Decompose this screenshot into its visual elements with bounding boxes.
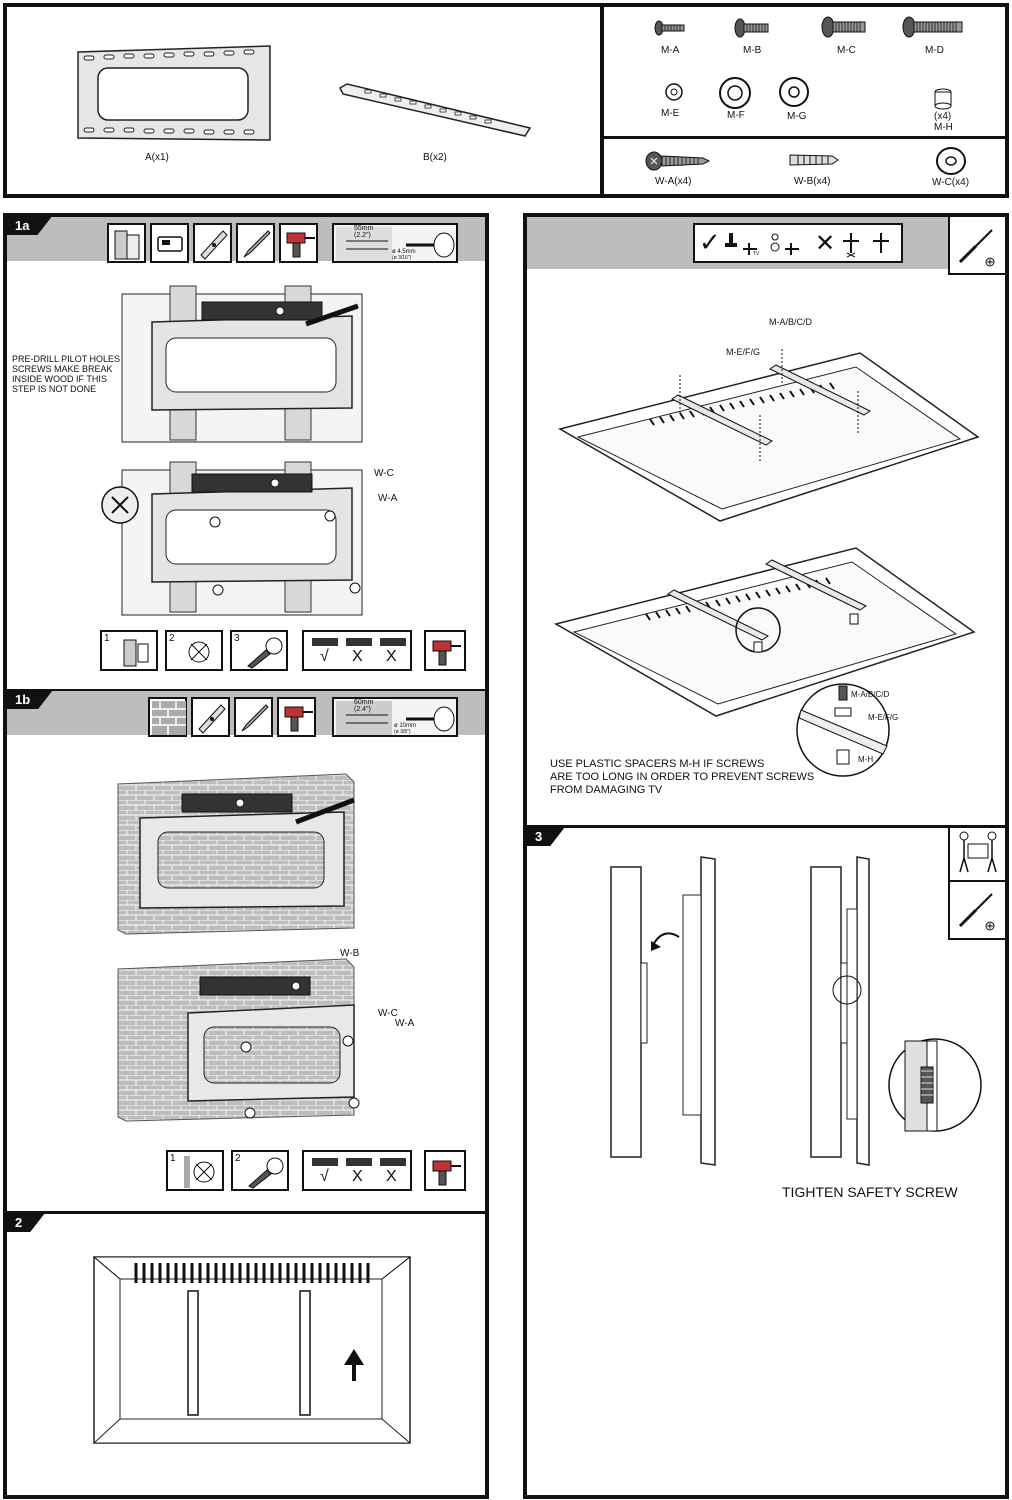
detail-screws-callout: M-A/B/C/D: [851, 690, 890, 699]
step-1a-tag: 1a: [7, 217, 51, 235]
brick-wall-screw-illustration: [117, 958, 360, 1122]
substep-1a-3: 3: [230, 630, 288, 671]
m-h-label: M-H: [934, 122, 953, 133]
screwdriver-box-divider: [948, 217, 950, 275]
tv-attach-arms-illustration: [558, 349, 980, 522]
w-b-callout-1b: W-B: [340, 948, 360, 959]
brick-wall-level-illustration: [117, 773, 355, 935]
drill-bit-spec-icon-1b: 60mm (2.4") ø 10mm (ø 3/8"): [332, 697, 458, 737]
drill-spacing-in-1b: (2.4"): [354, 706, 371, 713]
wood-stud-tool-icon: [107, 223, 146, 263]
wood-wall-level-illustration: [121, 285, 363, 443]
w-c-label: W-C(x4): [932, 177, 970, 188]
w-c-callout-1a: W-C: [374, 468, 394, 479]
step-3-divider: [527, 825, 1005, 828]
substep-1b-2: 2: [231, 1150, 289, 1191]
parts-divider: [600, 3, 604, 198]
drill-spacing-in-1a: (2.2"): [354, 232, 371, 239]
pencil-tool-icon: [236, 223, 275, 263]
detail-washers-callout: M-E/F/G: [868, 713, 899, 722]
spacer-detail-magnifier: [796, 683, 890, 777]
washer-m-g-icon: [779, 77, 809, 107]
washer-m-f-icon: [719, 77, 751, 109]
predrill-note: PRE-DRILL PILOT HOLES SCREWS MAKE BREAK …: [12, 354, 121, 394]
m-f-label: M-F: [727, 110, 745, 121]
washer-w-c-icon: [936, 147, 966, 175]
step-1b-tag: 1b: [7, 691, 52, 709]
brick-wall-tool-icon: [148, 697, 187, 737]
screw-m-d-icon: [902, 16, 963, 38]
substep-1a-1: 1: [100, 630, 158, 671]
step-2-divider: [7, 1211, 485, 1214]
drill-spacing-1a: 55mm: [354, 225, 374, 232]
substep-1b-1: 1: [166, 1150, 224, 1191]
wall-plate-a: [77, 45, 271, 141]
step-1b-divider: [7, 689, 485, 691]
m-c-label: M-C: [837, 45, 856, 56]
screw-m-c-icon: [821, 16, 866, 38]
m-h-qty-label: (x4): [934, 111, 952, 122]
w-b-label: W-B(x4): [794, 176, 831, 187]
tv-arm-b: [339, 83, 532, 137]
two-person-lift-icon: [959, 831, 997, 873]
screwdriver-icon: [958, 229, 995, 267]
drill-bit-spec-icon: 55mm (2.2") ø 4.5mm (ø 3/16"): [332, 223, 458, 263]
anchor-w-b-icon: [789, 154, 839, 166]
screwdriver-icon-step3: [958, 893, 995, 931]
screw-m-b-icon: [734, 18, 769, 38]
tighten-safety-caption: TIGHTEN SAFETY SCREW: [782, 1184, 958, 1200]
w-a-callout-1a: W-A: [378, 493, 398, 504]
level-check-1b: √ X X: [302, 1150, 412, 1191]
m-g-label: M-G: [787, 111, 807, 122]
drill-tool-icon-1b: [277, 697, 316, 737]
part-b-label: B(x2): [423, 152, 447, 163]
part-a-label: A(x1): [145, 152, 169, 163]
tv-attach-spacers-illustration: [554, 547, 976, 717]
pencil-tool-icon-1b: [234, 697, 273, 737]
no-stud-warning-icon: [101, 486, 139, 524]
stud-finder-tool-icon: [150, 223, 189, 263]
drill-spacing-1b: 60mm: [354, 699, 374, 706]
spacer-note: USE PLASTIC SPACERS M-H IF SCREWS ARE TO…: [550, 758, 815, 796]
hardware-divider: [600, 136, 1009, 139]
screws-callout: M-A/B/C/D: [769, 317, 813, 327]
mounting-correct-incorrect-icon: ✓ TV ✕: [693, 223, 903, 263]
detail-spacer-callout: M-H: [858, 755, 874, 764]
m-e-label: M-E: [661, 108, 680, 119]
drill-tool-icon: [279, 223, 318, 263]
step-3-tool-divider: [948, 880, 1005, 882]
spacer-m-h-icon: [934, 88, 952, 110]
tv-attach-header-bottom: [948, 273, 1005, 275]
level-tool-icon-1b: [191, 697, 230, 737]
tv-back-arms-illustration: [92, 1256, 412, 1444]
drill-dia-1b: ø 10mm: [394, 723, 417, 729]
drill-substep-1a: [424, 630, 466, 671]
safety-screw-illustration: [810, 856, 982, 1166]
m-b-label: M-B: [743, 45, 762, 56]
w-a-callout-1b: W-A: [395, 1018, 415, 1029]
washers-callout: M-E/F/G: [726, 347, 760, 357]
screw-m-a-icon: [654, 20, 685, 36]
wood-wall-screw-illustration: [121, 461, 363, 616]
drill-dia-in-1b: (ø 3/8"): [394, 729, 411, 735]
step-3-tool-box: [948, 828, 1005, 940]
washer-m-e-icon: [665, 83, 683, 101]
drill-dia-in-1a: (ø 3/16"): [392, 255, 412, 261]
lag-bolt-w-a-icon: [645, 151, 711, 171]
w-a-label: W-A(x4): [655, 176, 692, 187]
level-check-1a: √ X X: [302, 630, 412, 671]
level-tool-icon: [193, 223, 232, 263]
m-d-label: M-D: [925, 45, 944, 56]
drill-dia-1a: ø 4.5mm: [392, 249, 416, 255]
substep-1a-2: 2: [165, 630, 223, 671]
hang-tv-illustration: [610, 856, 716, 1166]
w-c-callout-1b: W-C: [378, 1008, 398, 1019]
m-a-label: M-A: [661, 45, 680, 56]
drill-substep-1b: [424, 1150, 466, 1191]
